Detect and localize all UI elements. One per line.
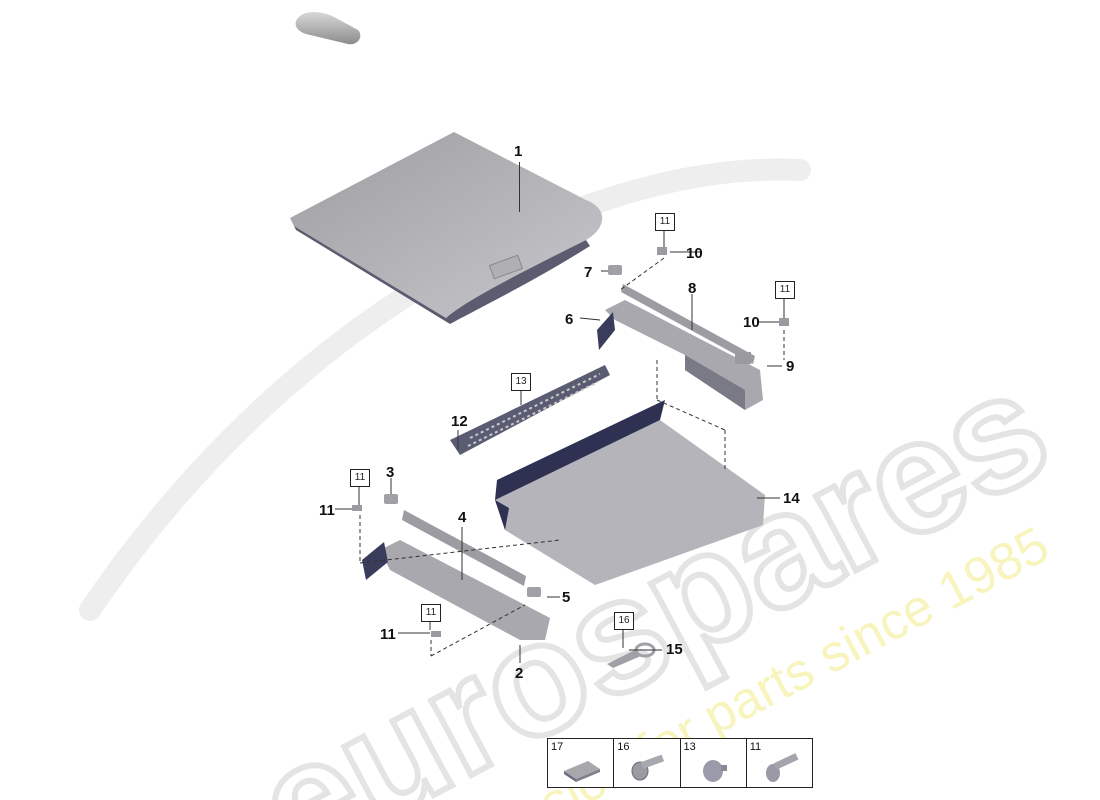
callout-5: 5 — [562, 589, 571, 606]
part-14-floor-tray — [495, 400, 765, 585]
callout-3: 3 — [386, 464, 395, 481]
part-11-clip-a — [352, 505, 362, 511]
part-8-trim-strip — [621, 284, 755, 364]
callout-9: 9 — [786, 358, 795, 375]
pad-icon — [564, 761, 600, 782]
callout-11a: 11 — [319, 502, 335, 519]
part-1-cover-panel — [290, 132, 603, 324]
part-7-end-cap — [608, 265, 622, 275]
fastener-legend: 17 16 13 11 — [547, 738, 813, 788]
callout-8: 8 — [688, 280, 697, 297]
part-12-grille — [450, 365, 610, 455]
boxed-ref-13: 13 — [511, 373, 531, 391]
part-11-clip-b — [431, 631, 441, 637]
callout-1: 1 — [514, 143, 523, 160]
clip-icon — [702, 760, 727, 782]
screw-icon — [765, 753, 799, 782]
callout-14: 14 — [783, 490, 800, 507]
legend-number: 17 — [551, 741, 564, 753]
legend-item-13: 13 — [681, 739, 747, 787]
callout-10b: 10 — [743, 314, 760, 331]
boxed-ref-11-right: 11 — [775, 281, 795, 299]
boxed-ref-16: 16 — [614, 612, 634, 630]
part-3-end-cap — [384, 494, 398, 504]
leader-line-1 — [519, 162, 520, 212]
callout-2: 2 — [515, 665, 524, 682]
boxed-ref-11-left: 11 — [350, 469, 370, 487]
legend-item-17: 17 — [548, 739, 615, 787]
bolt-with-washer-icon — [631, 754, 665, 781]
part-10-clip-a — [657, 247, 667, 255]
part-6-right-rail — [597, 284, 763, 410]
part-9-end-cap — [735, 352, 751, 364]
part-10-clip-b — [779, 318, 789, 326]
legend-number: 16 — [617, 741, 630, 753]
legend-item-11: 11 — [747, 739, 812, 787]
boxed-ref-11-top: 11 — [655, 213, 675, 231]
callout-15: 15 — [666, 641, 683, 658]
boxed-ref-11-bottom: 11 — [421, 604, 441, 622]
car-thumbnail-icon — [295, 12, 361, 45]
callout-10a: 10 — [686, 245, 703, 262]
legend-number: 13 — [683, 741, 696, 753]
callout-6: 6 — [565, 311, 574, 328]
callout-11b: 11 — [380, 626, 396, 643]
legend-item-16: 16 — [614, 739, 681, 787]
callout-12: 12 — [451, 413, 468, 430]
part-5-end-cap — [527, 587, 541, 597]
legend-number: 11 — [749, 741, 762, 753]
part-4-trim-strip — [402, 510, 526, 586]
callout-4: 4 — [458, 509, 467, 526]
callout-7: 7 — [584, 264, 593, 281]
